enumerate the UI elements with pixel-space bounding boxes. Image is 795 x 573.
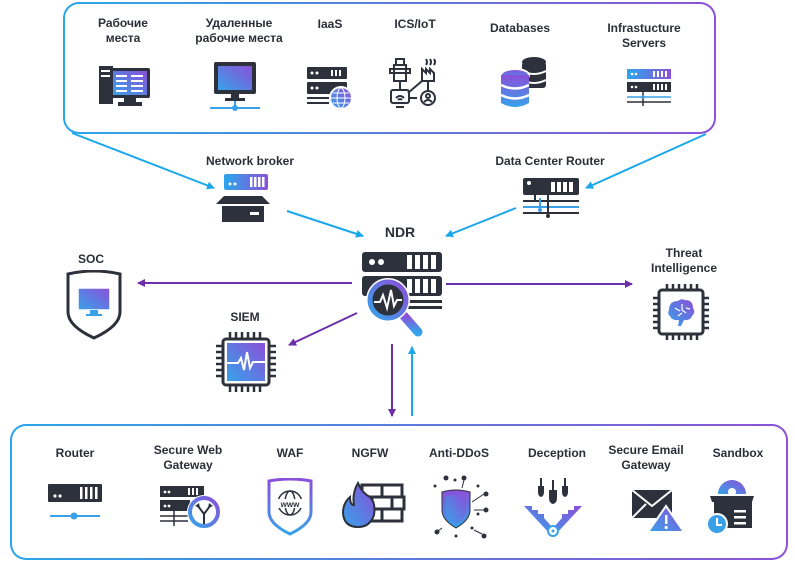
consumer-label-siem: SIEM [230, 310, 260, 324]
consumer-label-threat-intelligence: Threat Intelligence [650, 246, 718, 275]
network-broker-icon [216, 174, 270, 222]
server-magnifier-pulse-icon[interactable] [360, 250, 446, 342]
sandbox-box-icon [706, 480, 754, 534]
industrial-iot-icon [389, 58, 436, 108]
arrow-ndr-to-siem [288, 312, 358, 346]
integration-label-secure-web-gateway: Secure Web Gateway [153, 443, 223, 472]
svg-text:www: www [280, 500, 300, 509]
remote-monitor-network-icon [210, 62, 260, 111]
collector-label-network-broker: Network broker [205, 154, 295, 168]
source-label-remote-workstations: Удаленные рабочие места [195, 16, 283, 45]
server-globe-icon [307, 67, 353, 109]
collector-label-datacenter-router: Data Center Router [495, 154, 605, 168]
integration-label-anti-ddos: Anti-DDoS [429, 446, 489, 460]
arrow-broker-to-ndr [286, 210, 364, 238]
source-label-iaas: IaaS [317, 17, 343, 31]
arrow-sources-to-datacenter-router [585, 133, 707, 189]
database-icon [500, 57, 547, 107]
trap-icon [524, 478, 582, 537]
mail-warning-icon [631, 489, 686, 533]
datacenter-router-icon [523, 178, 579, 218]
consumer-label-soc: SOC [77, 252, 104, 266]
server-rack-icon [627, 69, 671, 106]
integration-label-router: Router [55, 446, 95, 460]
arrow-router-to-ndr [445, 207, 517, 238]
integration-label-ngfw: NGFW [351, 446, 389, 460]
integration-label-secure-email-gateway: Secure Email Gateway [608, 443, 684, 472]
server-route-icon [160, 486, 221, 529]
integration-label-sandbox: Sandbox [712, 446, 764, 460]
ndr-label: NDR [384, 224, 416, 240]
chip-brain-icon [653, 284, 709, 340]
source-label-ics-iot: ICS/IoT [394, 17, 436, 31]
workstation-icon [99, 66, 150, 106]
arrow-sources-to-network-broker [71, 132, 215, 190]
fire-wall-icon [341, 481, 406, 529]
shield-dots-icon [433, 475, 489, 539]
source-label-databases: Databases [489, 21, 551, 35]
shield-monitor-icon [66, 270, 122, 340]
integration-label-waf: WAF [276, 446, 304, 460]
source-label-workstations: Рабочие места [98, 16, 148, 45]
integration-label-deception: Deception [527, 446, 586, 460]
source-label-infrastructure-servers: Infrastucture Servers [607, 21, 681, 50]
shield-www-icon: www [267, 478, 313, 536]
router-icon [48, 484, 102, 520]
chip-pulse-icon [216, 332, 276, 392]
